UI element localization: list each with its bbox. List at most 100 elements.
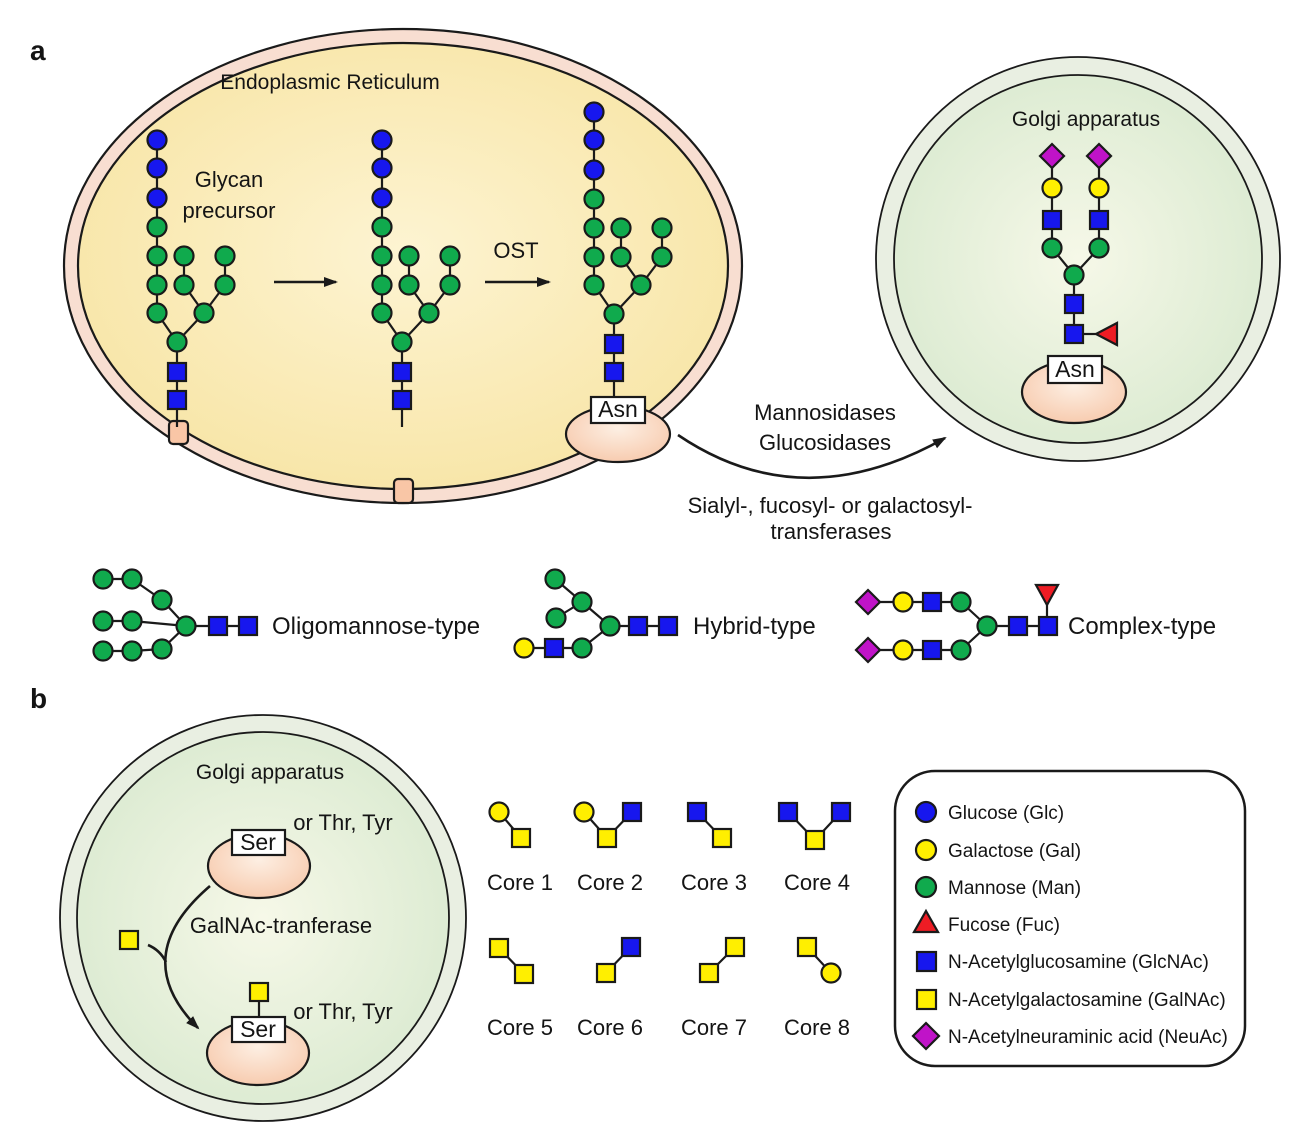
mannose-circle — [914, 875, 938, 899]
galnac-square — [724, 936, 746, 958]
glcnac-square — [686, 801, 708, 823]
asn-box — [589, 395, 647, 425]
mannose-circle — [121, 640, 143, 662]
neuac-diamond — [911, 1021, 941, 1051]
galnac-square — [595, 962, 617, 984]
ser-box — [230, 828, 287, 857]
glcnac-square — [1041, 209, 1063, 231]
core-4-glycan — [777, 801, 852, 851]
golgi-title: Golgi apparatus — [1012, 108, 1160, 131]
mannose-circle — [1063, 264, 1085, 286]
glcnac-square — [543, 637, 565, 659]
galactose-circle — [573, 801, 595, 823]
fucose-triangle — [912, 908, 940, 934]
neuac-diamond — [854, 588, 882, 616]
glcnac-square — [207, 615, 229, 637]
precursor-label-line2: precursor — [183, 198, 276, 223]
galnac-square — [804, 829, 826, 851]
core-5-label: Core 5 — [487, 1015, 553, 1040]
glcnac-square — [1088, 209, 1110, 231]
core-7-label: Core 7 — [681, 1015, 747, 1040]
legend-label: N-Acetylglucosamine (GlcNAc) — [948, 952, 1209, 973]
er-to-golgi-arrow — [677, 433, 947, 480]
galnac-square — [915, 988, 938, 1011]
legend-label: Fucose (Fuc) — [948, 915, 1060, 936]
core-1-glycan — [488, 801, 532, 849]
galnac-square — [711, 827, 733, 849]
neuac-diamond — [1038, 142, 1066, 170]
core-8-label: Core 8 — [784, 1015, 850, 1040]
legend-label: Glucose (Glc) — [948, 803, 1064, 824]
mannose-circle — [950, 591, 972, 613]
golgi-complex-glycan — [1038, 142, 1119, 347]
mannose-circle — [151, 589, 173, 611]
neuac-diamond — [1085, 142, 1113, 170]
core-2-glycan — [573, 801, 643, 849]
core-7-glycan — [698, 936, 746, 984]
galnac-square — [118, 929, 140, 951]
glcnac-square — [1063, 293, 1085, 315]
legend-label: N-Acetylgalactosamine (GalNAc) — [948, 990, 1226, 1011]
galnac-square — [510, 827, 532, 849]
enzymes-line4: transferases — [770, 519, 891, 544]
galactose-circle — [914, 838, 938, 862]
glcnac-square — [921, 639, 943, 661]
ser-box — [230, 1015, 287, 1044]
core-1-label: Core 1 — [487, 870, 553, 895]
alt-residues-label: or Thr, Tyr — [293, 999, 392, 1024]
asn-label: Asn — [1055, 356, 1095, 382]
galnac-square — [488, 937, 510, 959]
galactose-circle — [1088, 177, 1110, 199]
oligomannose-glycan — [92, 568, 259, 662]
galactose-circle — [820, 962, 842, 984]
core-3-label: Core 3 — [681, 870, 747, 895]
legend-box — [893, 769, 1247, 1068]
core-8-glycan — [796, 936, 842, 984]
galactose-circle — [892, 591, 914, 613]
mannose-circle — [121, 568, 143, 590]
fucose-triangle — [1093, 321, 1119, 347]
mannose-circle — [545, 607, 567, 629]
complex-label: Complex-type — [1068, 613, 1216, 640]
panel-b-label: b — [30, 683, 47, 714]
core-4-label: Core 4 — [784, 870, 850, 895]
panel-a-label: a — [30, 35, 46, 66]
core-6-glycan — [595, 936, 642, 984]
precursor-label-line1: Glycan — [195, 167, 263, 192]
glcnac-square — [915, 950, 938, 973]
glcnac-square — [921, 591, 943, 613]
legend-label: Galactose (Gal) — [948, 841, 1081, 862]
enzymes-line3: Sialyl-, fucosyl- or galactosyl- — [688, 493, 973, 518]
core-2-label: Core 2 — [577, 870, 643, 895]
galactose-circle — [1041, 177, 1063, 199]
golgi-inner-circle — [893, 74, 1263, 444]
mannose-circle — [175, 615, 197, 637]
galactose-circle — [513, 637, 535, 659]
legend-label: Mannose (Man) — [948, 878, 1081, 899]
er-title: Endoplasmic Reticulum — [220, 71, 439, 94]
mannose-circle — [950, 639, 972, 661]
golgi-b-title: Golgi apparatus — [196, 761, 344, 784]
galactose-circle — [892, 639, 914, 661]
glcnac-square — [1037, 615, 1059, 637]
mannose-circle — [976, 615, 998, 637]
galnac-transfer-arrow — [164, 885, 211, 1030]
mannose-circle — [1041, 237, 1063, 259]
glucose-circle — [914, 800, 938, 824]
asn-label: Asn — [598, 396, 638, 422]
galactose-circle — [488, 801, 510, 823]
ost-label: OST — [493, 238, 538, 263]
glcnac-square — [657, 615, 679, 637]
hybrid-glycan — [513, 568, 679, 659]
fucose-triangle — [1034, 583, 1060, 608]
enzymes-line2: Glucosidases — [759, 430, 891, 455]
core-5-glycan — [488, 937, 535, 985]
glcnac-square — [621, 801, 643, 823]
galnac-join-line — [147, 943, 168, 963]
mannose-circle — [599, 615, 621, 637]
ser-label: Ser — [240, 829, 276, 855]
ser-label: Ser — [240, 1016, 276, 1042]
galnac-square — [596, 827, 618, 849]
glcnac-square — [777, 801, 799, 823]
